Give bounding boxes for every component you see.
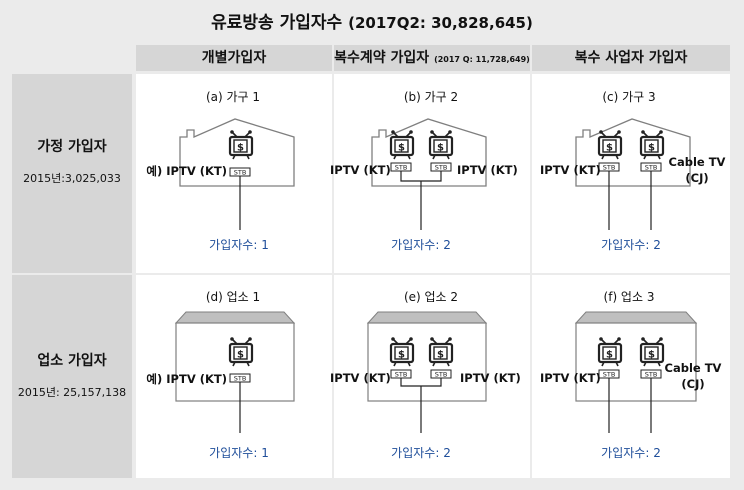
stb-icon (598, 162, 620, 173)
column-header-individual: 개별가입자 (136, 45, 332, 71)
building-icon (575, 322, 697, 402)
count-c: 가입자수: 2 (601, 238, 661, 252)
service-label: (CJ) (685, 171, 709, 185)
service-label: 예) IPTV (KT) (146, 164, 227, 178)
count-a: 가입자수: 1 (209, 238, 269, 252)
caption-c: (c) 가구 3 (602, 90, 656, 104)
count-e: 가입자수: 2 (391, 446, 451, 460)
stb-icon (229, 373, 251, 384)
service-label: IPTV (KT) (457, 163, 518, 177)
caption-a: (a) 가구 1 (205, 90, 261, 104)
building-icon (366, 311, 488, 324)
row-header-household: 가정 가입자 2015년:3,025,033 (12, 74, 132, 273)
row-label-business: 업소 가입자 (37, 353, 107, 369)
count-b: 가입자수: 2 (391, 238, 451, 252)
building-icon (574, 311, 698, 324)
count-f: 가입자수: 2 (601, 446, 661, 460)
stb-icon (640, 369, 662, 380)
caption-d: (d) 업소 1 (205, 290, 261, 304)
service-label: IPTV (KT) (330, 163, 391, 177)
service-label: (CJ) (681, 377, 705, 391)
caption-e: (e) 업소 2 (403, 290, 459, 304)
service-label: IPTV (KT) (460, 371, 521, 385)
service-label: 예) IPTV (KT) (146, 372, 227, 386)
title-sub: (2017Q2: 30,828,645) (348, 14, 533, 32)
count-d: 가입자수: 1 (209, 446, 269, 460)
diagram-title: 유료방송 가입자수 (2017Q2: 30,828,645) (0, 8, 744, 33)
building-icon (174, 311, 296, 324)
service-label: IPTV (KT) (540, 371, 601, 385)
row-label-household: 가정 가입자 (37, 139, 107, 155)
stb-icon (640, 162, 662, 173)
column-header-multi-provider: 복수 사업자 가입자 (532, 45, 730, 71)
service-label: Cable TV (668, 155, 726, 169)
stb-icon (390, 369, 412, 380)
column-note: (2017 Q: 11,728,649) (434, 55, 530, 64)
column-header-multi-contract: 복수계약 가입자 (2017 Q: 11,728,649) (334, 45, 530, 71)
stb-icon (598, 369, 620, 380)
building-icon (367, 322, 487, 402)
stb-icon (229, 167, 251, 178)
row-stat-household: 2015년:3,025,033 (23, 172, 121, 185)
row-stat-business: 2015년: 25,157,138 (17, 386, 127, 399)
service-label: IPTV (KT) (540, 163, 601, 177)
stb-icon (430, 369, 452, 380)
stb-icon (430, 162, 452, 173)
service-label: IPTV (KT) (330, 371, 391, 385)
service-label: Cable TV (664, 361, 722, 375)
title-main: 유료방송 가입자수 (211, 13, 343, 33)
row-header-business: 업소 가입자 2015년: 25,157,138 (12, 275, 132, 478)
caption-b: (b) 가구 2 (403, 90, 459, 104)
caption-f: (f) 업소 3 (603, 290, 655, 304)
stb-icon (390, 162, 412, 173)
